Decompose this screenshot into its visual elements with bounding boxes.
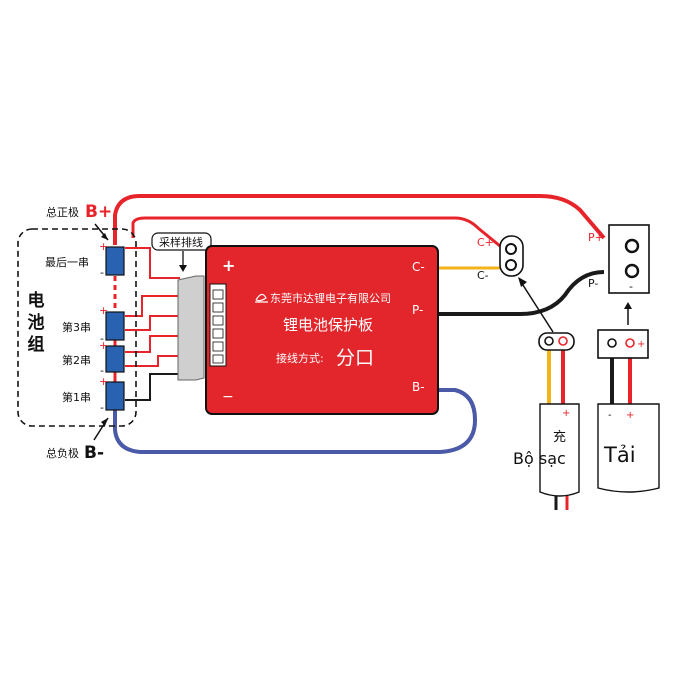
sampling-cable-label: 采样排线 <box>159 235 203 249</box>
charger-label: Bộ sạc <box>513 449 566 468</box>
battery-title-2: 池 <box>28 312 45 333</box>
svg-text:-: - <box>100 332 104 345</box>
pcb-company: 东莞市达锂电子有限公司 <box>270 291 391 305</box>
wire-bplus-to-charger <box>131 216 501 248</box>
cell-3-label: 第3串 <box>62 320 91 334</box>
company-logo-icon <box>255 293 268 303</box>
negative-terminal-symbol: B- <box>84 443 104 463</box>
load-label: Tải <box>603 443 636 467</box>
pcb-plus-label: + <box>222 256 235 275</box>
cell-3: + - 第3串 <box>62 304 125 345</box>
wire-bminus-blue <box>113 388 478 454</box>
sampling-wires <box>125 247 180 401</box>
load-port-pminus: P- <box>588 277 598 290</box>
positive-terminal-label: 总正极 <box>46 205 79 219</box>
wire-bplus-to-load <box>113 194 606 245</box>
load-plug <box>597 329 649 359</box>
charger-char: 充 <box>553 429 566 445</box>
load-port-pplus: P+ <box>588 231 604 244</box>
cell-2-label: 第2串 <box>62 353 91 367</box>
battery-title-1: 电 <box>28 290 45 311</box>
pcb-cminus-label: C- <box>412 260 425 274</box>
svg-text:-: - <box>100 266 104 279</box>
positive-terminal-symbol: B+ <box>85 202 112 222</box>
svg-text:+: + <box>99 304 108 317</box>
load-plus-inner: + <box>626 410 634 421</box>
cell-2: + - 第2串 <box>62 339 125 377</box>
load-body <box>597 403 660 493</box>
sampling-cable-label-box <box>151 232 212 251</box>
battery-pack-outline <box>17 228 137 427</box>
cell-1-label: 第1串 <box>62 390 91 404</box>
load-port-minus: - <box>629 280 633 293</box>
cell-last: + - 最后一串 <box>45 240 125 279</box>
svg-text:+: + <box>99 339 108 352</box>
charger-port-cminus: C- <box>477 269 489 282</box>
load-minus: - <box>608 410 612 421</box>
svg-text:+: + <box>99 240 108 253</box>
pcb-minus-label: − <box>222 389 234 405</box>
svg-text:-: - <box>100 364 104 377</box>
pcb-bminus-label: B- <box>412 380 425 394</box>
load-port <box>608 224 650 294</box>
svg-text:-: - <box>100 401 104 414</box>
charger-plus: + <box>562 408 570 419</box>
charger-body <box>539 403 580 497</box>
svg-text:+: + <box>99 375 108 388</box>
pcb-wiring-mode: 分口 <box>336 347 374 369</box>
battery-title-3: 组 <box>28 334 45 355</box>
pcb-pminus-label: P- <box>412 303 423 317</box>
charger-arrow-icon <box>520 281 554 333</box>
cell-1: + - 第1串 <box>62 375 125 414</box>
negative-terminal-label: 总负极 <box>46 446 79 460</box>
charger-port-cplus: C+ <box>477 236 494 249</box>
protection-board <box>205 245 439 415</box>
pcb-wiring-label: 接线方式: <box>276 351 324 365</box>
sampling-connector <box>177 275 205 381</box>
wire-pminus-to-load <box>437 270 605 316</box>
cell-last-label: 最后一串 <box>45 256 89 269</box>
load-plug-plus: + <box>637 339 645 350</box>
pcb-title: 锂电池保护板 <box>283 316 373 334</box>
